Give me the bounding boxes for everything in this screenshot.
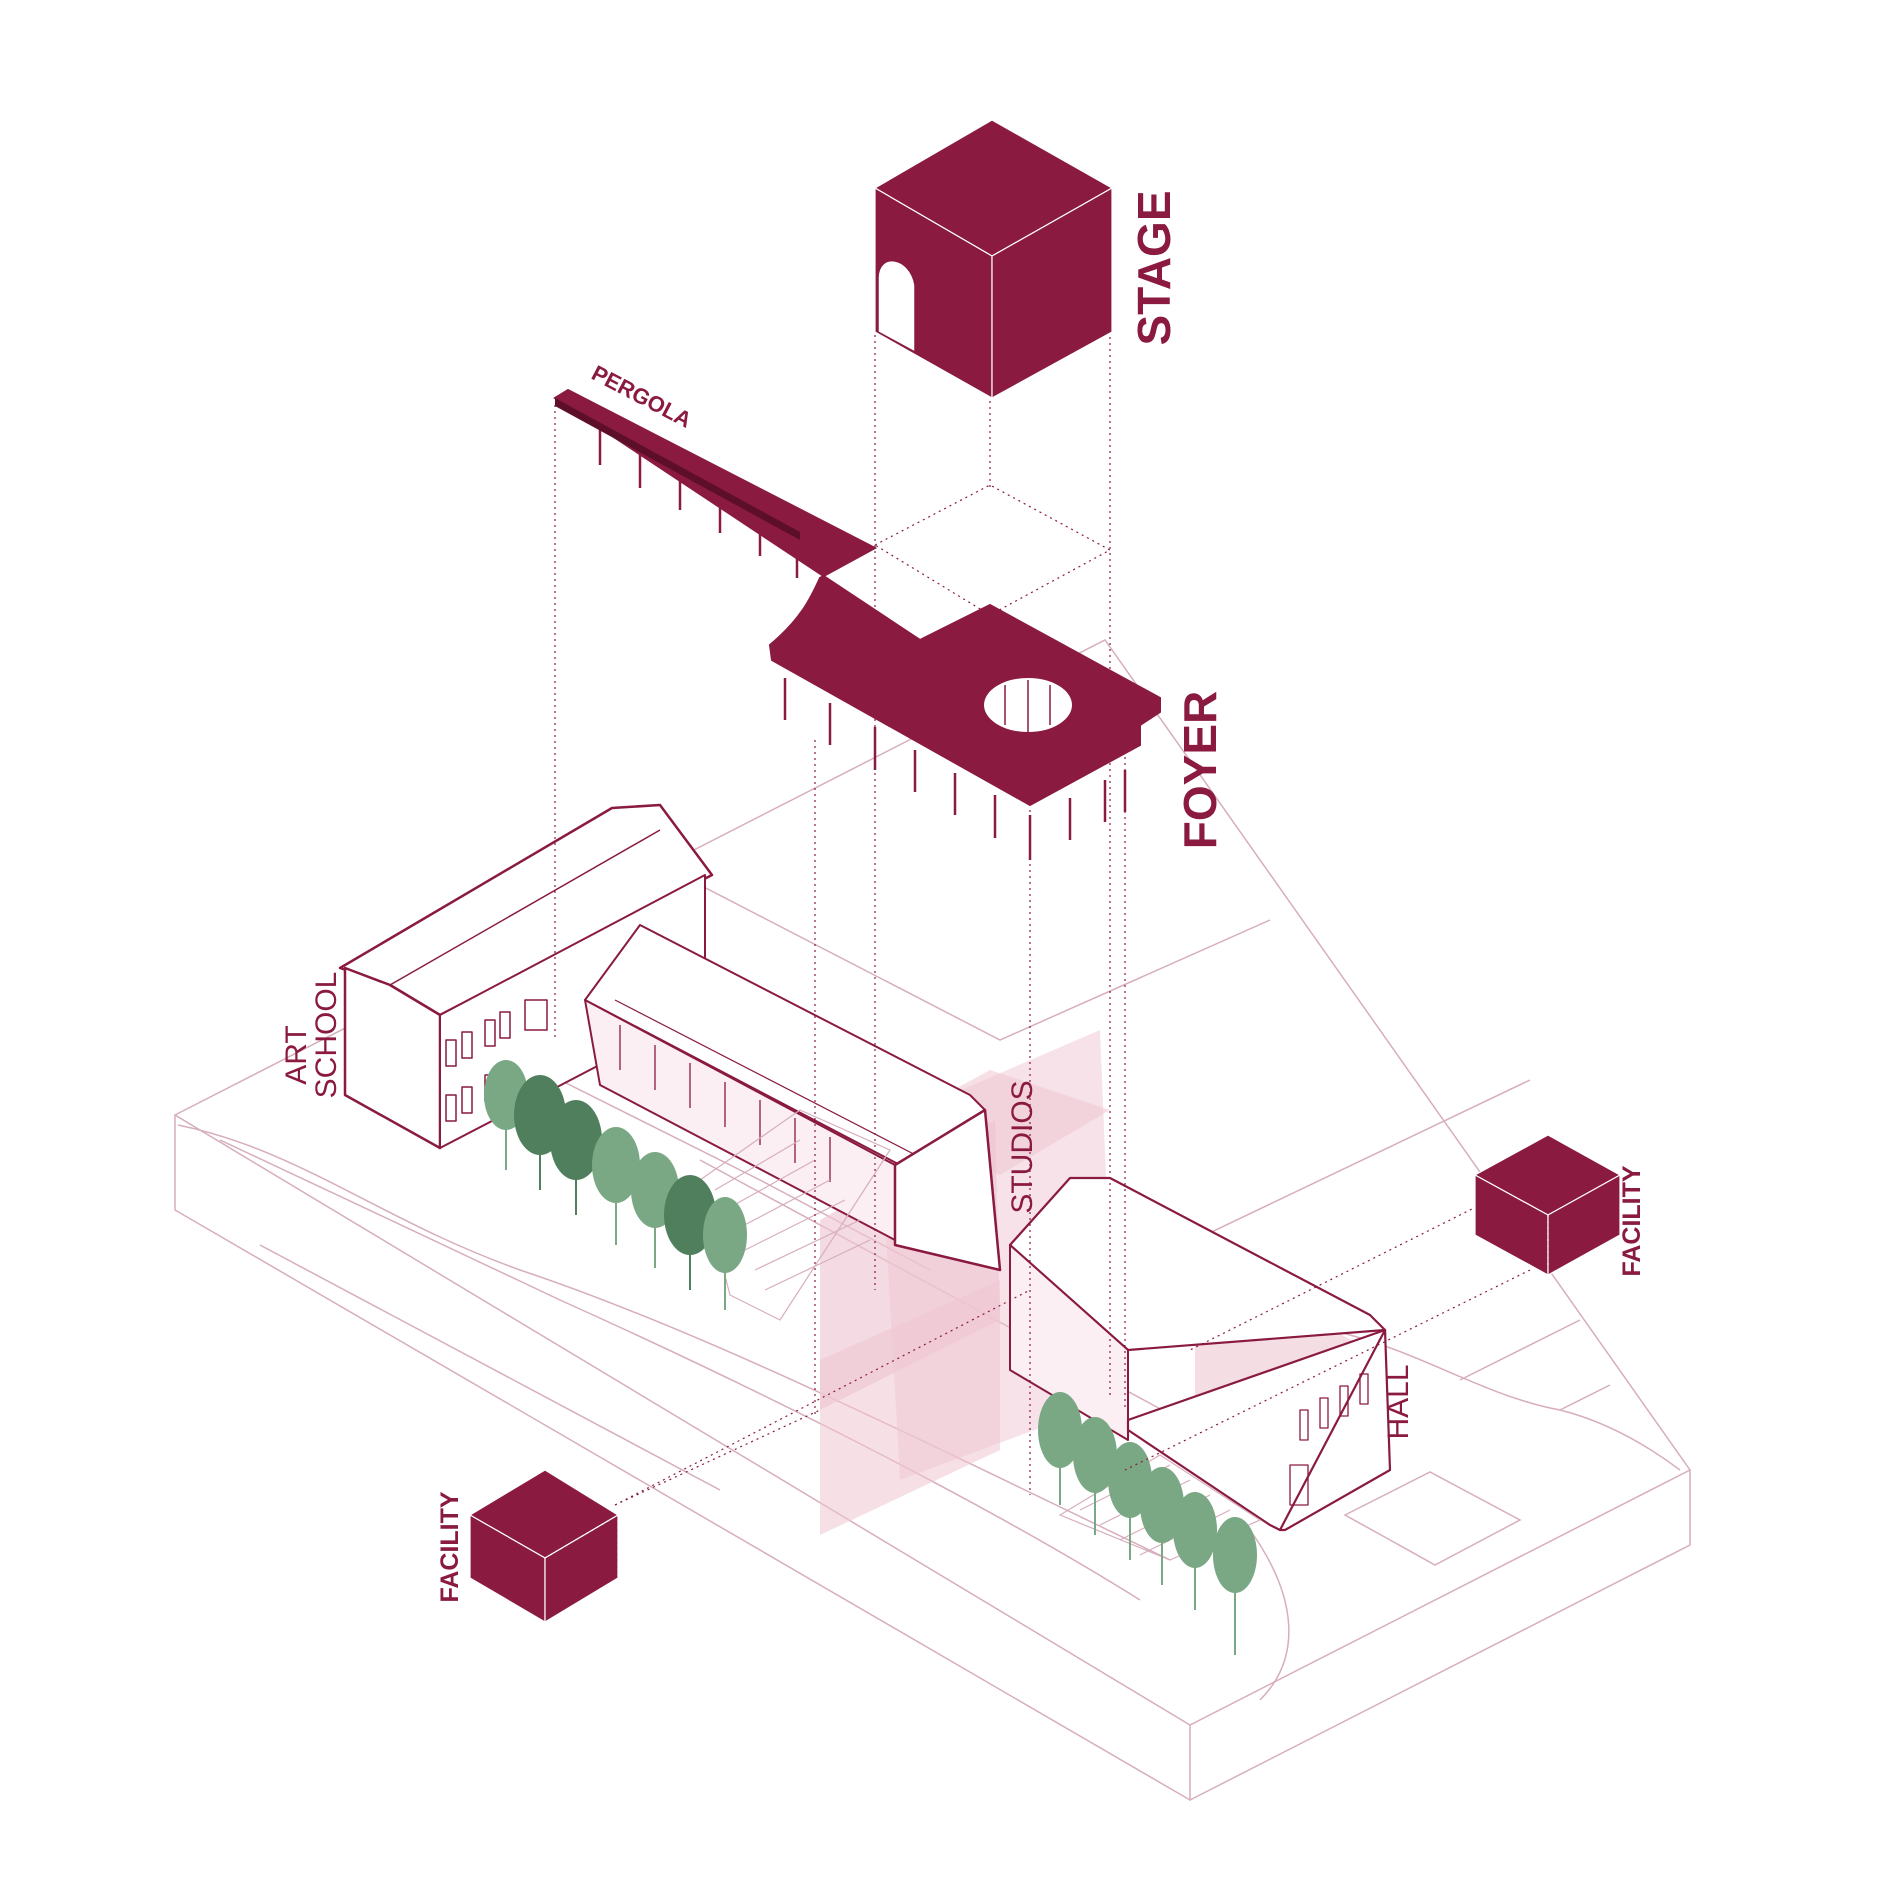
stair-line: [714, 1139, 801, 1191]
label-facility-right: FACILITY: [1618, 1165, 1646, 1276]
tree: [1073, 1417, 1117, 1535]
hall-long-wall: [1009, 1244, 1129, 1441]
stair-line: [724, 1159, 816, 1211]
studios-roof: [584, 924, 986, 1166]
stage-cube-right: [991, 187, 1113, 399]
facility-connection: [1189, 1184, 1521, 1351]
stair-line: [734, 1179, 831, 1231]
studios-lower-volume: [820, 1280, 1000, 1535]
site-base-front-right: [1189, 1470, 1691, 1801]
curb-5: [1559, 1384, 1611, 1411]
hall-window: [1319, 1397, 1329, 1429]
tree-row-right: [1038, 1392, 1257, 1655]
hall-window: [1359, 1373, 1369, 1405]
studios-gable: [893, 1108, 1002, 1272]
site-contour-a: [699, 884, 1271, 1041]
pergola-foyer-roof: [553, 388, 1161, 860]
site-base-front-left: [174, 1115, 1191, 1802]
curb-2: [259, 1244, 721, 1491]
studios-glazing: [619, 1025, 831, 1182]
window: [445, 1094, 457, 1122]
foyer-slab-edge: [555, 398, 800, 540]
stage-cube: [874, 119, 1113, 399]
studios-building: [584, 924, 1002, 1272]
facility-right-right: [1547, 1173, 1621, 1277]
tree: [703, 1197, 747, 1310]
tree: [1140, 1467, 1184, 1585]
studios-ridge: [614, 999, 936, 1166]
road-edge-right-2: [1249, 1529, 1290, 1701]
facility-left-right: [544, 1513, 619, 1624]
tree: [592, 1127, 640, 1245]
stair-line: [764, 1239, 871, 1291]
stage-arch-opening: [877, 260, 916, 353]
window: [484, 1019, 496, 1047]
window: [524, 999, 548, 1031]
plaza-square: [1343, 1471, 1522, 1566]
stair-line: [754, 1219, 861, 1271]
curb-4: [1459, 1319, 1581, 1381]
road-edge-left-2: [219, 1139, 1141, 1601]
hall-ornament: [1289, 1373, 1369, 1506]
label-studios: STUDIOS: [1006, 1080, 1039, 1213]
facility-cube-left: [468, 1469, 620, 1624]
label-foyer: FOYER: [1174, 691, 1226, 849]
hall-door: [1289, 1464, 1309, 1506]
stair-line: [744, 1199, 846, 1251]
label-hall: HALL: [1382, 1364, 1415, 1439]
facility-connection: [614, 1409, 821, 1506]
window: [461, 1031, 473, 1059]
tree: [1173, 1492, 1217, 1610]
tree: [550, 1100, 602, 1215]
tree: [1038, 1392, 1082, 1505]
facility-cube-right: [1473, 1134, 1622, 1277]
foyer-columns: [783, 678, 1127, 860]
label-stage: STAGE: [1128, 190, 1180, 345]
stage-ghost-outline: [874, 484, 1112, 616]
window: [445, 1039, 457, 1067]
road-edge-right: [1329, 1329, 1681, 1471]
hall-window: [1339, 1385, 1349, 1417]
label-facility-left: FACILITY: [436, 1491, 464, 1602]
tree-row-left: [484, 1060, 747, 1310]
hall-window: [1299, 1409, 1309, 1441]
label-art-school-line1: ART: [280, 1025, 313, 1084]
facility-left-hidden-edge: [544, 1513, 619, 1578]
label-art-school-line2: SCHOOL: [310, 972, 343, 1099]
tree: [1213, 1517, 1257, 1655]
window: [499, 1011, 511, 1039]
art-school-ridge: [389, 829, 661, 986]
skylight-slats: [1004, 680, 1051, 732]
window: [461, 1086, 473, 1114]
hall-building: [1008, 1176, 1392, 1532]
